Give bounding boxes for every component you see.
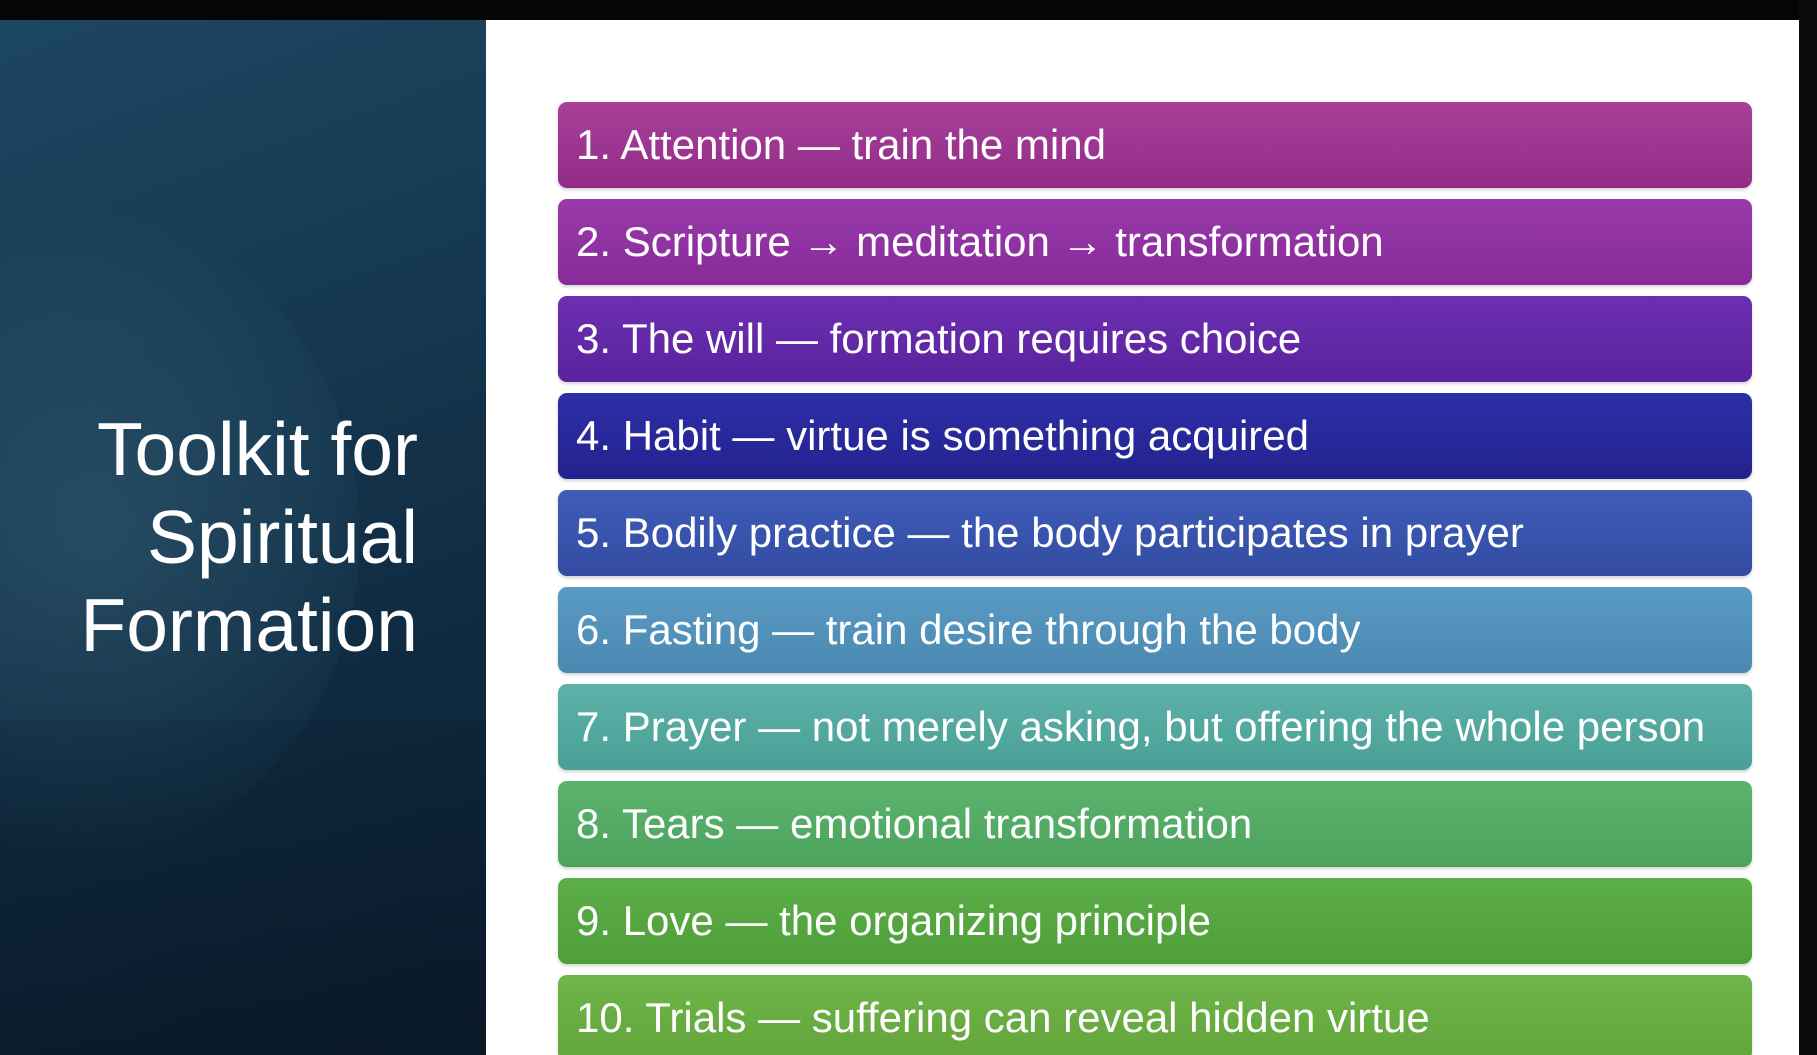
list-item-label: 6. Fasting — train desire through the bo… bbox=[576, 606, 1361, 653]
list-item-label: 9. Love — the organizing principle bbox=[576, 897, 1212, 944]
list-item-habit: 4. Habit — virtue is something acquired bbox=[558, 393, 1752, 479]
list-item-label: 1. Attention — train the mind bbox=[576, 121, 1106, 168]
list-item-label: 7. Prayer — not merely asking, but offer… bbox=[576, 703, 1706, 750]
decorative-band bbox=[0, 720, 486, 1055]
list-item-trials: 10. Trials — suffering can reveal hidden… bbox=[558, 975, 1752, 1055]
slide-title-line-1: Toolkit for bbox=[97, 407, 418, 491]
list-item-label: 4. Habit — virtue is something acquired bbox=[576, 412, 1310, 459]
right-letterbox-bar bbox=[1799, 0, 1817, 1055]
list-item-love: 9. Love — the organizing principle bbox=[558, 878, 1752, 964]
title-panel: Toolkit for Spiritual Formation bbox=[0, 20, 486, 1055]
list-item-will: 3. The will — formation requires choice bbox=[558, 296, 1752, 382]
list-item-label: 5. Bodily practice — the body participat… bbox=[576, 509, 1524, 556]
list-item-fasting: 6. Fasting — train desire through the bo… bbox=[558, 587, 1752, 673]
list-item-prayer: 7. Prayer — not merely asking, but offer… bbox=[558, 684, 1752, 770]
list-item-scripture: 2. Scripture → meditation → transformati… bbox=[558, 199, 1752, 285]
list-item-label: 2. Scripture → meditation → transformati… bbox=[576, 218, 1384, 265]
list-item-label: 3. The will — formation requires choice bbox=[576, 315, 1302, 362]
list-item-label: 8. Tears — emotional transformation bbox=[576, 800, 1253, 847]
slide-title-line-3: Formation bbox=[80, 583, 418, 667]
slide-title-line-2: Spiritual bbox=[147, 495, 418, 579]
slide-title: Toolkit for Spiritual Formation bbox=[18, 405, 418, 669]
list-item-bodily-practice: 5. Bodily practice — the body participat… bbox=[558, 490, 1752, 576]
list-item-label: 10. Trials — suffering can reveal hidden… bbox=[576, 994, 1430, 1041]
top-letterbox-bar bbox=[0, 0, 1817, 20]
presentation-slide: Toolkit for Spiritual Formation 1. Atten… bbox=[0, 20, 1799, 1055]
list-item-attention: 1. Attention — train the mind bbox=[558, 102, 1752, 188]
list-item-tears: 8. Tears — emotional transformation bbox=[558, 781, 1752, 867]
content-panel: 1. Attention — train the mind 2. Scriptu… bbox=[486, 20, 1799, 1055]
